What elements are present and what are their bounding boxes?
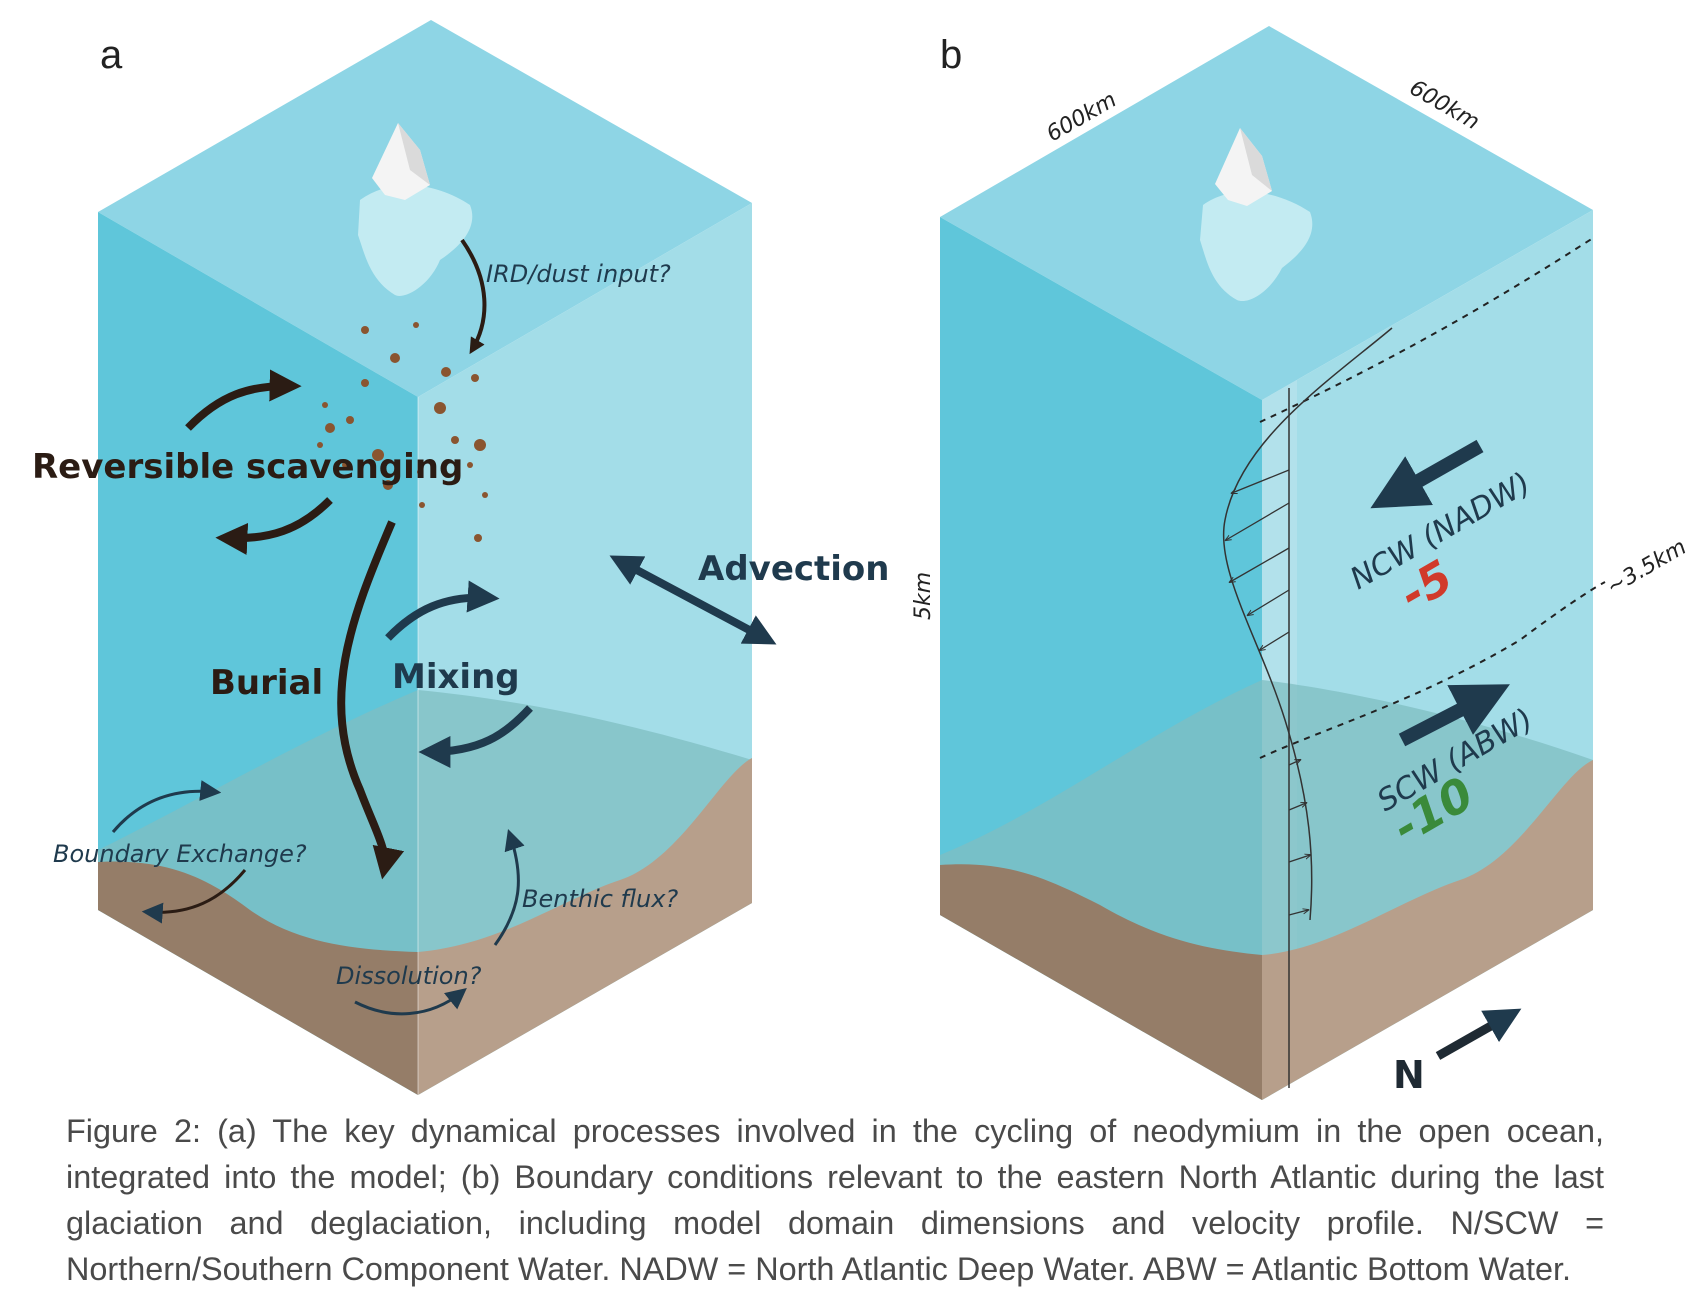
ncw-flow-arrow <box>1370 439 1484 509</box>
reversible-scavenging-label: Reversible scavenging <box>32 447 463 487</box>
sediment-left-face-b <box>940 864 1262 1100</box>
boundary-arrow-in <box>111 780 222 833</box>
burial-arrow <box>337 520 405 880</box>
advection-label: Advection <box>698 549 890 589</box>
panel-a-letter: a <box>100 33 123 77</box>
mixing-arrow-down <box>418 705 533 768</box>
sediment-right-face <box>418 758 752 1095</box>
benthic-flux-label: Benthic flux? <box>522 885 678 913</box>
depth-label: 5km <box>911 572 936 620</box>
velocity-profile-curve <box>1222 327 1393 921</box>
boundary-arrow-out <box>141 869 247 924</box>
particles <box>317 322 488 542</box>
north-arrow <box>1435 1008 1522 1060</box>
velocity-vectors <box>1226 469 1310 916</box>
panel-b: b <box>911 26 1691 1100</box>
dissolution-label: Dissolution? <box>336 962 482 990</box>
iceberg-b <box>1200 128 1313 302</box>
panel-b-letter: b <box>940 33 962 77</box>
scavenging-arrow-up <box>185 369 302 431</box>
scavenging-arrow-down <box>215 497 333 555</box>
interface-depth-label: ~3.5km <box>1603 535 1691 600</box>
scw-flow-arrow <box>1398 684 1510 747</box>
mixing-label: Mixing <box>392 657 520 697</box>
mixing-arrow-up <box>385 580 500 641</box>
boundary-exchange-label: Boundary Exchange? <box>53 840 307 868</box>
figure-caption: Figure 2: (a) The key dynamical processe… <box>66 1113 1604 1287</box>
dissolution-arrow <box>354 988 467 1016</box>
diagram-canvas: a <box>32 20 1691 1100</box>
surface-interface-line <box>1259 237 1594 423</box>
benthic-arrow <box>493 829 525 946</box>
advection-arrow <box>609 555 777 645</box>
ird-arrow <box>460 238 487 355</box>
ird-dust-input-label: IRD/dust input? <box>486 260 671 288</box>
interface-3-5km-line <box>1259 581 1606 759</box>
iceberg-a <box>358 123 473 296</box>
north-label: N <box>1393 1053 1425 1097</box>
burial-label: Burial <box>210 663 323 703</box>
sediment-right-face-b <box>1262 760 1593 1100</box>
panel-a: a <box>32 20 890 1095</box>
sediment-left-face <box>98 861 418 1095</box>
